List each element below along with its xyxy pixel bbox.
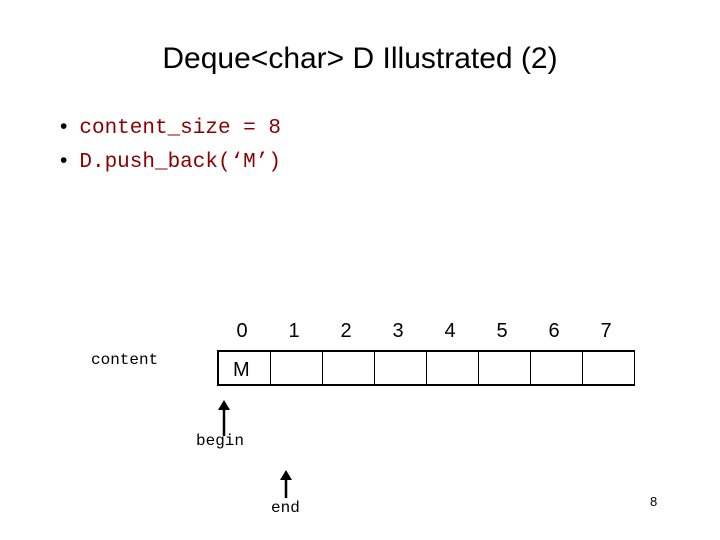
bullet-text: content_size = 8	[79, 117, 281, 140]
begin-label: begin	[196, 432, 245, 450]
bullet-list: • content_size = 8 • D.push_back(‘M’)	[60, 112, 281, 180]
begin-arrow-icon	[218, 400, 230, 436]
end-label: end	[271, 499, 300, 517]
page-number: 8	[650, 494, 658, 509]
end-arrow-icon	[280, 470, 292, 498]
bullet-item: • content_size = 8	[60, 112, 281, 146]
bullet-dot: •	[60, 149, 68, 172]
array-cell-4	[427, 352, 479, 386]
index-1: 1	[288, 320, 300, 342]
bullet-item: • D.push_back(‘M’)	[60, 146, 281, 180]
array-cell-2	[323, 352, 375, 386]
array-cell-5	[479, 352, 531, 386]
index-3: 3	[392, 320, 404, 342]
array-cell-1	[271, 352, 323, 386]
index-5: 5	[496, 320, 508, 342]
index-7: 7	[600, 320, 612, 342]
array-cell-0: M	[219, 352, 271, 386]
array-cell-3	[375, 352, 427, 386]
index-0: 0	[236, 320, 248, 342]
array-cell-7	[583, 352, 635, 386]
array-cell-6	[531, 352, 583, 386]
index-2: 2	[340, 320, 352, 342]
index-6: 6	[548, 320, 560, 342]
bullet-text: D.push_back(‘M’)	[79, 151, 281, 174]
slide-title: Deque<char> D Illustrated (2)	[162, 42, 558, 75]
bullet-dot: •	[60, 115, 68, 138]
index-4: 4	[444, 320, 456, 342]
content-array: M	[217, 350, 635, 386]
content-label: content	[91, 351, 159, 369]
